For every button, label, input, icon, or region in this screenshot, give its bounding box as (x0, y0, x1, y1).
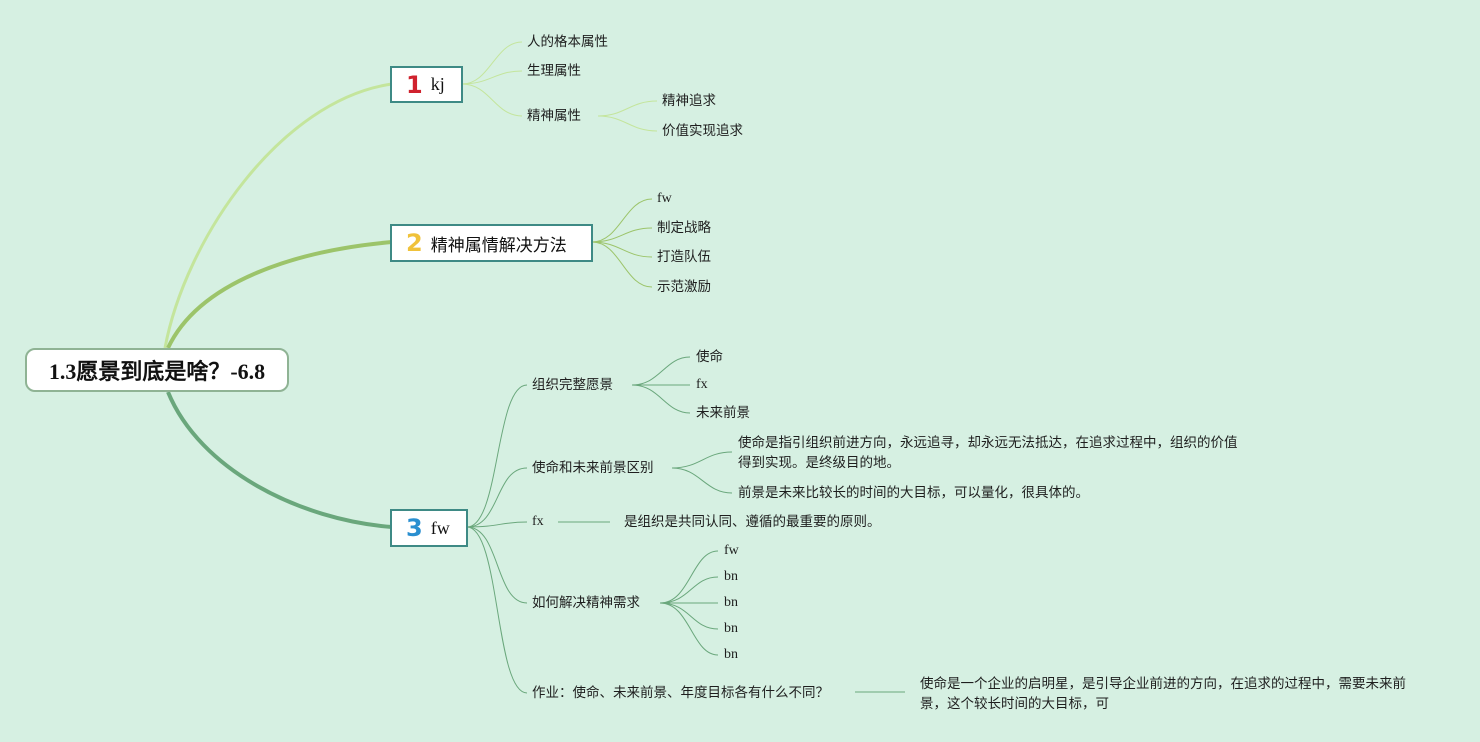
subtopic-b1-3-2[interactable]: 价值实现追求 (662, 123, 743, 139)
connector-b3-c4-4 (659, 602, 719, 630)
subtopic-b1-2[interactable]: 生理属性 (527, 63, 581, 79)
subtopic-b1-3[interactable]: 精神属性 (527, 108, 581, 124)
main-topic-1[interactable]: 1 kj (390, 66, 463, 103)
connector-b2-c4 (591, 241, 653, 288)
subtopic-b3-1[interactable]: 组织完整愿景 (532, 377, 613, 393)
connector-b3-c3 (466, 521, 528, 528)
connector-b3-c4-1 (659, 550, 719, 604)
subtopic-b3-1-2[interactable]: fx (696, 377, 708, 392)
subtopic-b3-3[interactable]: fx (532, 514, 544, 529)
subtopic-b3-2-2[interactable]: 前景是未来比较长的时间的大目标，可以量化，很具体的。 (738, 485, 1089, 501)
subtopic-b3-5[interactable]: 作业：使命、未来前景、年度目标各有什么不同？ (532, 685, 829, 701)
subtopic-b2-1[interactable]: fw (657, 191, 672, 206)
connector-b3-c4 (466, 526, 528, 604)
connector-b3-c1-3 (631, 384, 691, 414)
main-topic-2[interactable]: 2 精神属情解决方法 (390, 224, 593, 262)
subtopic-b3-1-1[interactable]: 使命 (696, 349, 723, 365)
subtopic-b2-4[interactable]: 示范激励 (657, 279, 711, 295)
connector-b3-c1-1 (631, 356, 691, 386)
main-topic-3-label: fw (430, 517, 450, 538)
subtopic-b3-5-1[interactable]: 使命是一个企业的启明星，是引导企业前进的方向，在追求的过程中，需要未来前景，这个… (920, 676, 1406, 712)
subtopic-b3-4-5[interactable]: bn (724, 647, 738, 662)
connector-b1-c2 (461, 70, 523, 85)
subtopic-b3-4-1[interactable]: fw (724, 543, 739, 558)
subtopic-b1-3-1[interactable]: 精神追求 (662, 93, 716, 109)
connector-b3-c2-1 (671, 451, 733, 469)
subtopic-b3-3-1[interactable]: 是组织是共同认同、遵循的最重要的原则。 (624, 514, 881, 530)
main-topic-2-label: 精神属情解决方法 (430, 235, 567, 256)
connector-root-branch3 (166, 391, 393, 529)
connector-root-branch1 (163, 82, 393, 349)
subtopic-b2-2[interactable]: 制定战略 (657, 220, 711, 236)
subtopic-b3-4-4[interactable]: bn (724, 621, 738, 636)
subtopic-b2-3[interactable]: 打造队伍 (657, 249, 711, 265)
connector-b3-c2-2 (671, 467, 733, 494)
subtopic-b3-2[interactable]: 使命和未来前景区别 (532, 460, 654, 476)
subtopic-b3-4-2[interactable]: bn (724, 569, 738, 584)
root-topic[interactable]: 1.3愿景到底是啥？-6.8 (25, 348, 289, 392)
connector-root-branch2 (166, 240, 393, 349)
subtopic-b1-1[interactable]: 人的格本属性 (527, 34, 608, 50)
subtopic-b3-2-1[interactable]: 使命是指引组织前进方向，永远追寻，却永远无法抵达，在追求过程中，组织的价值得到实… (738, 435, 1238, 471)
root-topic-label: 1.3愿景到底是啥？-6.8 (48, 359, 266, 384)
subtopic-b3-1-3[interactable]: 未来前景 (696, 405, 750, 421)
connector-b1-c1 (461, 41, 523, 85)
number-3-icon: 3 (406, 514, 423, 542)
connector-b1-c3-2 (597, 115, 658, 132)
connector-b2-c1 (591, 198, 653, 243)
connector-b2-c3 (591, 241, 653, 258)
connector-b3-c4-2 (659, 576, 719, 604)
main-topic-3[interactable]: 3 fw (390, 509, 468, 547)
number-1-icon: 1 (406, 70, 423, 99)
connector-b3-c2 (466, 467, 528, 528)
connector-b3-c5 (466, 526, 528, 694)
main-topic-1-label: kj (430, 74, 445, 94)
number-2-icon: 2 (406, 229, 423, 257)
subtopic-b3-4[interactable]: 如何解决精神需求 (532, 595, 640, 611)
connector-b3-c1 (466, 384, 528, 528)
connector-b3-c4-5 (659, 602, 719, 656)
connector-b1-c3 (461, 83, 523, 117)
connector-b1-c3-1 (597, 100, 658, 117)
subtopic-b3-4-3[interactable]: bn (724, 595, 738, 610)
connector-b2-c2 (591, 227, 653, 243)
